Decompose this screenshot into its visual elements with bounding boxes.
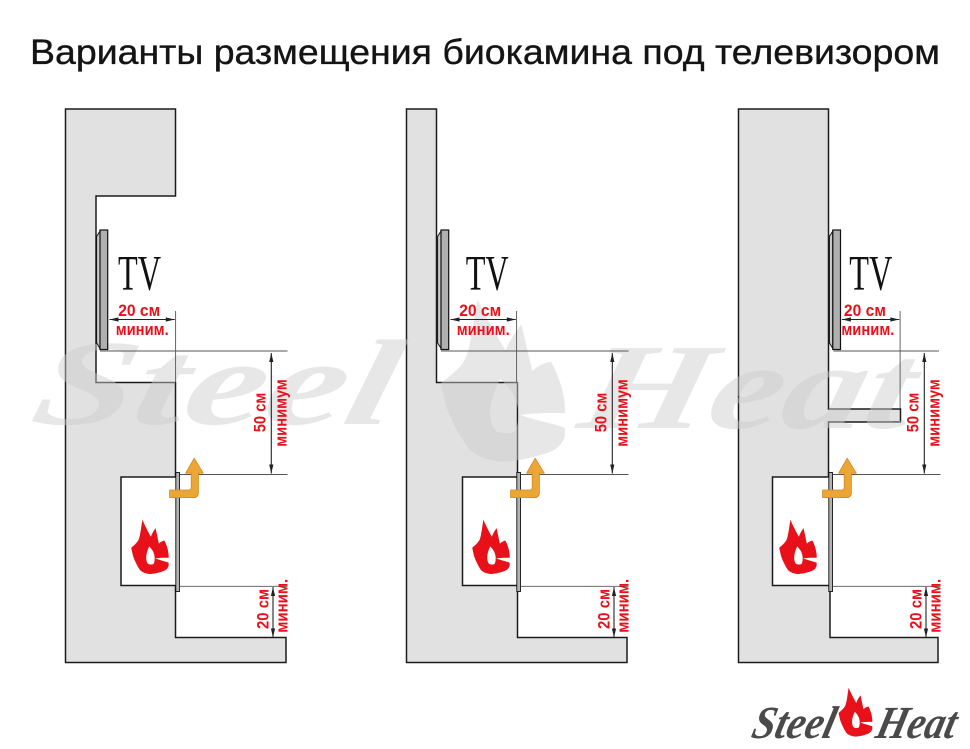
svg-text:миним.: миним. [841, 321, 894, 339]
svg-text:20 см: 20 см [596, 589, 614, 629]
svg-text:минимум: минимум [925, 379, 943, 447]
svg-text:миним.: миним. [614, 579, 632, 633]
svg-text:TV: TV [849, 247, 892, 301]
svg-text:20 см: 20 см [118, 302, 160, 320]
svg-text:миним.: миним. [116, 321, 169, 339]
svg-text:20 см: 20 см [459, 302, 501, 320]
svg-text:20 см: 20 см [844, 302, 886, 320]
svg-text:20 см: 20 см [255, 589, 273, 629]
svg-text:50 см: 50 см [592, 393, 610, 433]
svg-text:Steel: Steel [747, 698, 842, 749]
svg-text:50 см: 50 см [251, 393, 269, 433]
svg-text:миним.: миним. [926, 579, 944, 633]
svg-text:Steel: Steel [22, 315, 416, 450]
svg-text:минимум: минимум [272, 379, 290, 447]
svg-text:TV: TV [118, 247, 161, 301]
svg-text:Heat: Heat [568, 319, 935, 454]
svg-text:50 см: 50 см [904, 393, 922, 433]
svg-text:миним.: миним. [457, 321, 510, 339]
svg-text:минимум: минимум [613, 379, 631, 447]
svg-text:миним.: миним. [273, 579, 291, 633]
svg-text:Heat: Heat [870, 698, 964, 749]
svg-text:Варианты размещения биокамина: Варианты размещения биокамина под телеви… [30, 33, 940, 72]
svg-text:TV: TV [466, 247, 509, 301]
svg-text:20 см: 20 см [908, 589, 926, 629]
